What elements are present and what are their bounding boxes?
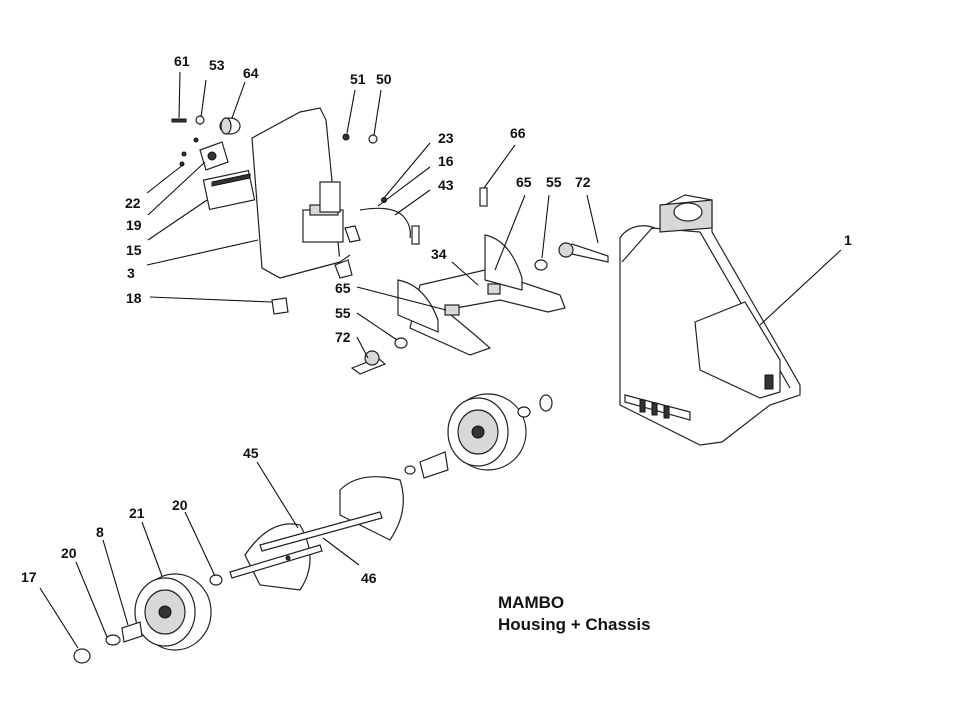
callout-15: 15 [126,242,142,258]
callout-65-lower: 65 [335,280,351,296]
washers-and-levers [350,242,609,375]
housing-part [619,194,801,446]
axle-plate-part [229,476,404,591]
callout-50: 50 [376,71,392,87]
upper-wheel-part [404,393,553,479]
callout-65-upper: 65 [516,174,532,190]
diagram-subtitle: Housing + Chassis [498,615,651,634]
callout-34: 34 [431,246,447,262]
callout-51: 51 [350,71,366,87]
callout-3: 3 [127,265,135,281]
callout-61: 61 [174,53,190,69]
callout-21: 21 [129,505,145,521]
callout-1: 1 [844,232,852,248]
bracket-plate-part [397,234,566,356]
callout-20-upper: 20 [172,497,188,513]
lower-wheel-part [73,573,223,664]
callout-43: 43 [438,177,454,193]
switch-assembly-part [199,141,256,211]
model-name: MAMBO [498,593,565,612]
fasteners [171,115,488,315]
callout-53: 53 [209,57,225,73]
callout-23: 23 [438,130,454,146]
callout-46: 46 [361,570,377,586]
callout-8: 8 [96,524,104,540]
callout-22: 22 [125,195,141,211]
callout-16: 16 [438,153,454,169]
callout-55-lower: 55 [335,305,351,321]
leader-lines [39,71,842,649]
callout-20-lower: 20 [61,545,77,561]
callout-labels: 61 53 64 51 50 23 16 43 66 65 55 72 1 22… [21,53,852,586]
callout-66: 66 [510,125,526,141]
callout-17: 17 [21,569,37,585]
callout-64: 64 [243,65,259,81]
diagram-title-block: MAMBO Housing + Chassis [498,592,651,636]
back-panel-part [251,107,351,279]
callout-72-upper: 72 [575,174,591,190]
callout-19: 19 [126,217,142,233]
callout-45: 45 [243,445,259,461]
callout-18: 18 [126,290,142,306]
callout-55-upper: 55 [546,174,562,190]
callout-72-lower: 72 [335,329,351,345]
